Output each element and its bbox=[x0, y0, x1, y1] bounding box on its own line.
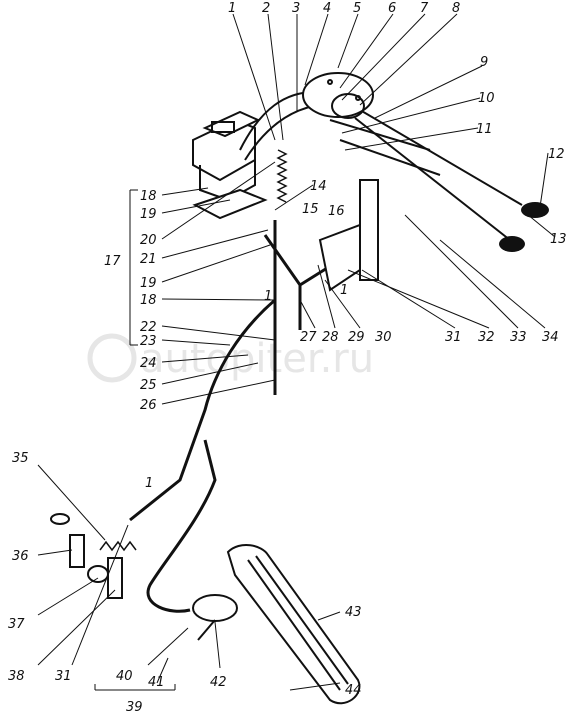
callout-32: 32 bbox=[478, 330, 495, 345]
callout-5: 5 bbox=[353, 1, 361, 16]
callout-28: 28 bbox=[322, 330, 339, 345]
callout-1-bracket: 1 bbox=[340, 283, 348, 298]
callout-17: 17 bbox=[104, 254, 121, 269]
accelerator-pedal bbox=[226, 544, 361, 705]
callout-31a: 31 bbox=[445, 330, 462, 345]
callout-21: 21 bbox=[140, 252, 157, 267]
callout-30: 30 bbox=[375, 330, 392, 345]
choke-knob bbox=[521, 202, 549, 218]
callout-13: 13 bbox=[550, 232, 567, 247]
watermark-text: autopiter.ru bbox=[140, 336, 374, 382]
callout-2: 2 bbox=[262, 1, 270, 16]
choke-cables bbox=[239, 90, 523, 241]
callout-9: 9 bbox=[480, 55, 488, 70]
callout-25: 25 bbox=[140, 378, 157, 393]
callout-4: 4 bbox=[323, 1, 331, 16]
callout-41: 41 bbox=[148, 675, 165, 690]
callout-14: 14 bbox=[310, 179, 327, 194]
callout-20: 20 bbox=[140, 233, 157, 248]
callout-34: 34 bbox=[542, 330, 559, 345]
callout-43: 43 bbox=[345, 605, 362, 620]
callout-37: 37 bbox=[8, 617, 25, 632]
callout-27: 27 bbox=[300, 330, 317, 345]
callout-19b: 19 bbox=[140, 276, 157, 291]
pedal-spring bbox=[99, 540, 137, 552]
callout-1-rod: 1 bbox=[264, 289, 272, 304]
mounting-flange bbox=[302, 72, 374, 119]
callout-39: 39 bbox=[126, 700, 143, 715]
lever-bracket bbox=[318, 179, 379, 292]
return-spring bbox=[276, 149, 288, 203]
callout-26: 26 bbox=[140, 398, 157, 413]
callout-36: 36 bbox=[12, 549, 29, 564]
leader-lines bbox=[37, 13, 556, 691]
callout-1-linkage: 1 bbox=[145, 476, 153, 491]
callout-19a: 19 bbox=[140, 207, 157, 222]
callout-31b: 31 bbox=[55, 669, 72, 684]
carburetor bbox=[192, 110, 268, 220]
watermark: autopiter.ru bbox=[87, 333, 374, 383]
accelerator-linkage-rod bbox=[129, 298, 276, 613]
callout-35: 35 bbox=[12, 451, 29, 466]
callout-11: 11 bbox=[476, 122, 493, 137]
callout-29: 29 bbox=[348, 330, 365, 345]
callout-labels: 1 2 3 4 5 6 7 8 9 10 11 12 13 14 15 16 1… bbox=[8, 1, 567, 715]
callout-18a: 18 bbox=[140, 189, 157, 204]
pedal-disc bbox=[192, 594, 238, 641]
callout-42: 42 bbox=[210, 675, 227, 690]
callout-15: 15 bbox=[302, 202, 319, 217]
callout-3: 3 bbox=[292, 1, 300, 16]
pedal-bracket bbox=[50, 513, 123, 599]
callout-10: 10 bbox=[478, 91, 495, 106]
callout-8: 8 bbox=[452, 1, 460, 16]
callout-24: 24 bbox=[140, 356, 157, 371]
callout-38: 38 bbox=[8, 669, 25, 684]
callout-18b: 18 bbox=[140, 293, 157, 308]
callout-12: 12 bbox=[548, 147, 565, 162]
callout-22: 22 bbox=[140, 320, 157, 335]
callout-1: 1 bbox=[228, 1, 236, 16]
callout-7: 7 bbox=[420, 1, 429, 16]
callout-23: 23 bbox=[140, 334, 157, 349]
callout-16: 16 bbox=[328, 204, 345, 219]
callout-44: 44 bbox=[345, 683, 362, 698]
callout-40: 40 bbox=[116, 669, 133, 684]
callout-6: 6 bbox=[388, 1, 396, 16]
callout-33: 33 bbox=[510, 330, 527, 345]
throttle-knob bbox=[499, 236, 525, 252]
